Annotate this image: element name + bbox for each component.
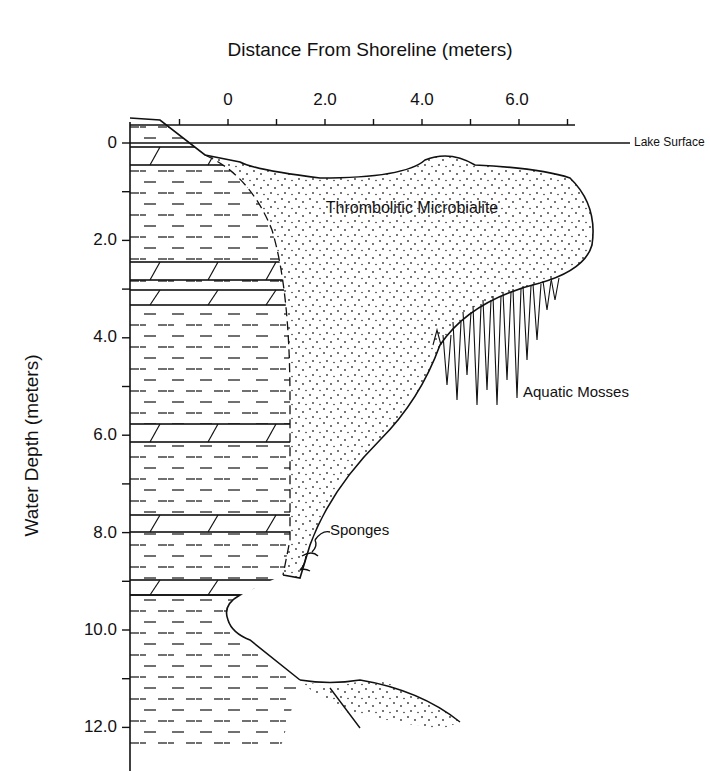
- bed-mark: [150, 290, 160, 305]
- tick-label: 6.0: [93, 426, 117, 445]
- tick: [122, 435, 130, 436]
- moss-strand: [523, 286, 531, 360]
- bed-mark: [266, 515, 276, 532]
- top-axis: [130, 124, 575, 126]
- tick-label: 10.0: [84, 621, 117, 640]
- moss-strand: [503, 292, 511, 380]
- bed-mark: [208, 262, 218, 280]
- microbialite: [205, 155, 593, 578]
- bed-mark: [150, 580, 160, 595]
- tick: [470, 119, 471, 125]
- tick: [276, 119, 277, 125]
- bed-mark: [266, 147, 276, 165]
- tick: [122, 240, 130, 241]
- rock-outline: [130, 595, 300, 680]
- bed-mark: [150, 147, 160, 165]
- axis-title: Distance From Shoreline (meters): [227, 40, 512, 61]
- bed-mark: [150, 262, 160, 280]
- tick-label: 0: [108, 134, 117, 153]
- tick: [122, 337, 130, 338]
- microbialite-outline: [130, 118, 593, 578]
- moss-strand: [533, 284, 541, 340]
- sponges: [300, 532, 330, 571]
- moss-strand: [543, 281, 551, 310]
- tick: [122, 483, 130, 484]
- tick: [122, 142, 130, 143]
- tick: [373, 119, 374, 125]
- surface-label: Lake Surface: [634, 136, 705, 149]
- bed-mark: [208, 580, 218, 595]
- bed-mark: [208, 424, 218, 442]
- tick-label: 2.0: [93, 231, 117, 250]
- moss-strand: [463, 312, 471, 375]
- lower-microbialite: [300, 680, 460, 730]
- bed-mark: [266, 262, 276, 280]
- axis-title: Water Depth (meters): [22, 354, 43, 536]
- lake-surface-line: [130, 142, 630, 143]
- bed-mark: [266, 580, 276, 595]
- unit-label: Thrombolitic Microbialite: [326, 199, 499, 217]
- tick: [324, 119, 325, 125]
- axis-ticks: [122, 119, 568, 727]
- moss-strand: [493, 296, 501, 405]
- callout-label: Aquatic Mosses: [523, 384, 629, 401]
- callout-label: Sponges: [330, 522, 389, 539]
- tick: [518, 119, 519, 125]
- tick-label: 2.0: [313, 91, 337, 110]
- bed-mark: [208, 290, 218, 305]
- tick: [227, 119, 228, 125]
- tick-label: 6.0: [505, 91, 529, 110]
- tick: [179, 119, 180, 125]
- moss-strand: [483, 300, 491, 390]
- moss-strand: [443, 335, 451, 385]
- bed-mark: [208, 515, 218, 532]
- moss-strand: [453, 322, 461, 400]
- moss-strand: [513, 289, 521, 398]
- moss-strand: [551, 278, 559, 300]
- left-axis: [129, 122, 131, 771]
- tick: [122, 288, 130, 289]
- tick: [122, 629, 130, 630]
- lower-outline: [300, 680, 460, 728]
- tick-label: 4.0: [410, 91, 434, 110]
- tick-label: 4.0: [93, 328, 117, 347]
- tick: [122, 386, 130, 387]
- tick: [122, 532, 130, 533]
- tick-label: 8.0: [93, 524, 117, 543]
- contact-line: [205, 155, 290, 575]
- moss-strand: [473, 306, 481, 405]
- bed-mark: [266, 290, 276, 305]
- bed-mark: [150, 515, 160, 532]
- bed-mark: [266, 424, 276, 442]
- tick: [421, 119, 422, 125]
- bed-mark: [150, 424, 160, 442]
- tick: [122, 727, 130, 728]
- tick: [122, 191, 130, 192]
- limestone-bed: [128, 580, 328, 595]
- tick: [122, 581, 130, 582]
- tick-label: 12.0: [84, 718, 117, 737]
- moss-strand: [433, 330, 441, 345]
- tick: [567, 119, 568, 125]
- tick: [122, 678, 130, 679]
- tick-label: 0: [223, 91, 232, 110]
